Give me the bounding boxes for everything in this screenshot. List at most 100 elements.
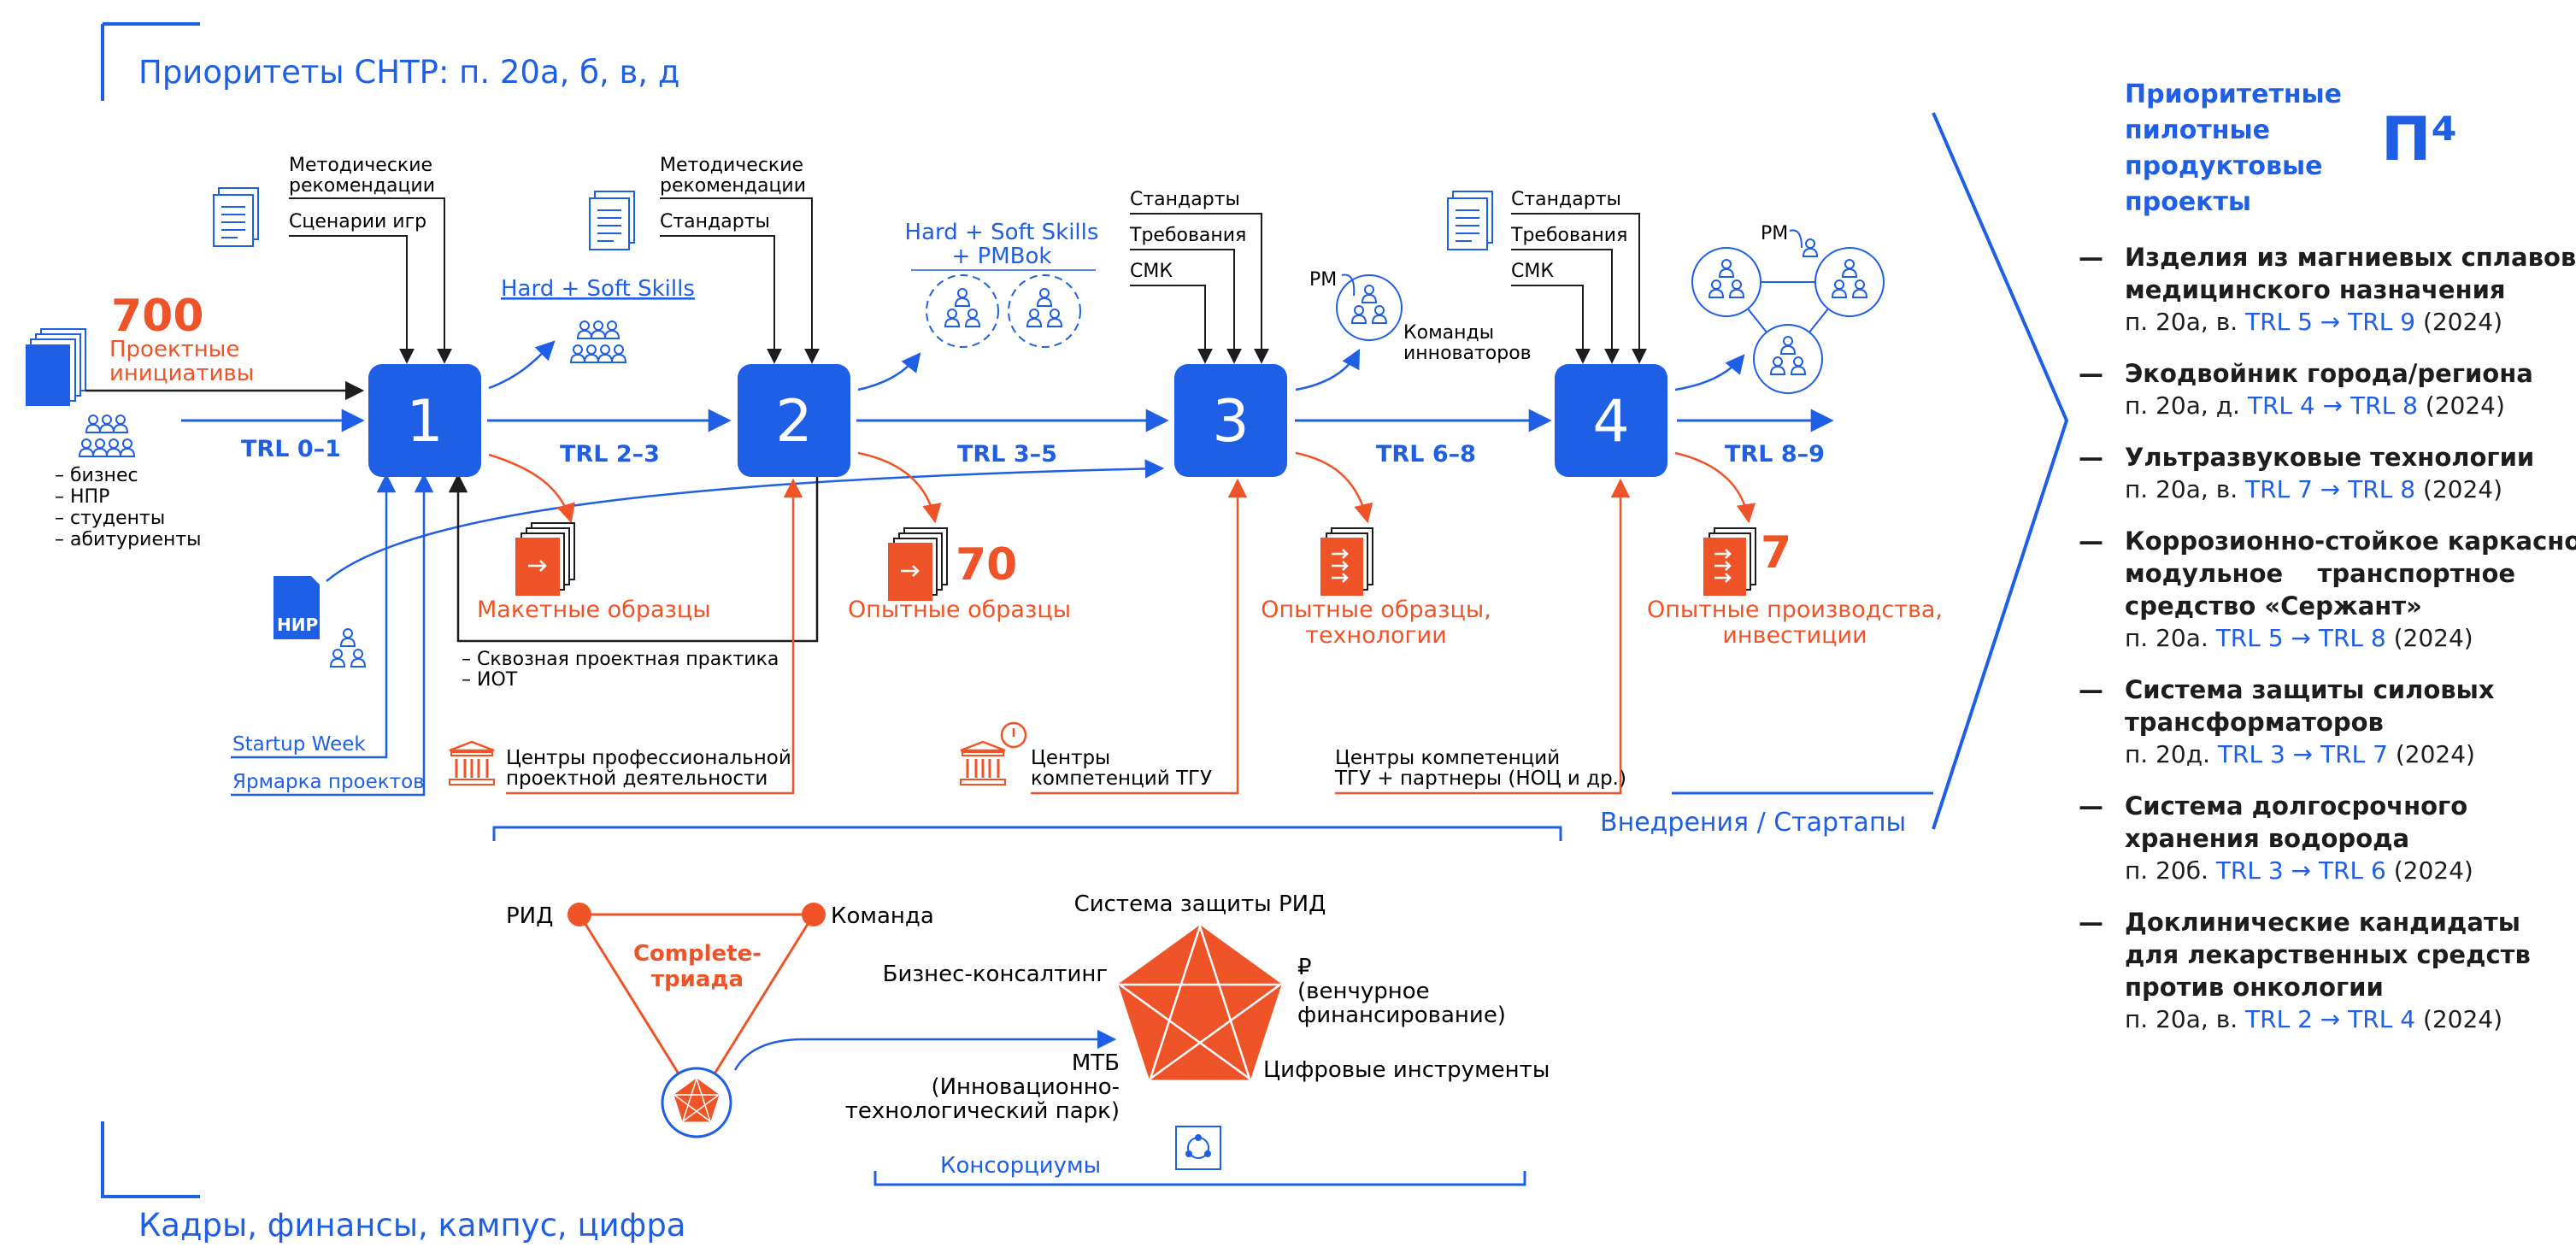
arrow-right-icon: → [2312, 475, 2349, 503]
pilot-project-meta: п. 20а, в. TRL 2 → TRL 4 (2024) [2125, 1003, 2566, 1036]
stage-3-input-2: Требования [1129, 225, 1246, 246]
pentagon-bottom-left-3: технологический парк) [845, 1098, 1120, 1124]
pilot-project-meta: п. 20д. TRL 3 → TRL 7 (2024) [2125, 738, 2566, 771]
mockups-icon [515, 521, 576, 597]
pilot-project-year: (2024) [2422, 1005, 2503, 1033]
corner-bracket-top [101, 22, 200, 101]
pilot-project-ref: п. 20а. [2125, 624, 2208, 652]
pilot-project-name: Доклинические кандидаты [2125, 908, 2520, 937]
nir-label: НИР [277, 615, 318, 635]
stage-2-box [738, 364, 850, 477]
pilot-heading-line-1: Приоритетные [2125, 79, 2343, 109]
consortia-icon [1175, 1126, 1221, 1170]
participant-applicants: – абитуриенты [55, 529, 202, 550]
output-4-count: 7 [1761, 527, 1791, 579]
output-3-label-1: Опытные образцы, [1261, 597, 1491, 623]
pentagon-bottom-right: Цифровые инструменты [1263, 1057, 1550, 1083]
consortia-label: Консорциумы [940, 1153, 1101, 1179]
pilot-project-ref: п. 20а, в. [2125, 308, 2238, 336]
arrow-right-icon: → [2312, 1005, 2349, 1033]
pilot-project-bullet: — [2079, 675, 2103, 704]
pilot-project-name: модульное транспортное [2125, 559, 2516, 588]
output-2-count: 70 [956, 539, 1017, 591]
startup-week-line [231, 473, 397, 759]
pilot-project-trl-to: TRL 8 [2348, 475, 2416, 503]
pilot-project-bullet: — [2079, 443, 2103, 472]
center-2-arrow [1031, 478, 1248, 795]
pilot-project-name: Ультразвуковые технологии [2125, 443, 2535, 472]
output-4-label-1: Опытные производства, [1647, 597, 1943, 623]
pilot-project-meta: п. 20а. TRL 5 → TRL 8 (2024) [2125, 622, 2566, 655]
pilot-project-trl-to: TRL 9 [2348, 308, 2416, 336]
production-investments-icon [1703, 526, 1757, 597]
output-2-label: Опытные образцы [848, 597, 1071, 623]
stage-4-pm: PM [1761, 223, 1788, 244]
pilot-project-trl-from: TRL 5 [2215, 624, 2284, 652]
trl-start-label: TRL 0–1 [241, 436, 341, 462]
stage-2-number: 2 [775, 388, 812, 456]
pilot-projects-panel: Приоритетные пилотные продуктовые проект… [2079, 77, 2576, 1055]
big-chevron [1932, 112, 2069, 830]
pilot-project-year: (2024) [2422, 475, 2503, 503]
consortia-bracket [873, 1171, 1526, 1186]
pilot-project-name: для лекарственных средств [2125, 940, 2531, 969]
output-3-label-2: технологии [1305, 622, 1447, 649]
pilot-project-meta: п. 20а, в. TRL 5 → TRL 9 (2024) [2125, 306, 2566, 338]
stage-4-input-2: Требования [1510, 225, 1627, 246]
arrow-right-icon: → [2283, 624, 2319, 652]
stage-2-skill-2: + PMBok [952, 244, 1052, 269]
initiatives-label-2: инициативы [109, 361, 254, 386]
practice-line-1: – Сквозная проектная практика [462, 649, 779, 670]
startup-week-label: Startup Week [232, 733, 366, 756]
triad-rid: РИД [506, 903, 553, 929]
stage-1-input-1: Методические [289, 155, 432, 176]
stage-3-trl-label: TRL 6–8 [1376, 441, 1476, 468]
stage-3: Стандарты Требования СМК 3 PM Команды ин… [1129, 189, 1532, 524]
pentagon-left: Бизнес-консалтинг [883, 962, 1108, 987]
stage-1-box [368, 364, 481, 477]
project-fair-line [231, 473, 434, 797]
stage-1: Методические рекомендации Сценарии игр 1… [213, 155, 695, 524]
stage-1-input-2: рекомендации [289, 175, 435, 197]
pilot-project-meta: п. 20а, в. TRL 7 → TRL 8 (2024) [2125, 474, 2566, 506]
stage-1-doc-icon [213, 187, 259, 247]
pilot-heading: Приоритетные пилотные продуктовые проект… [2125, 77, 2566, 221]
initiatives-count: 700 [111, 291, 204, 342]
stage-1-trl-label: TRL 2–3 [560, 441, 660, 468]
prototypes-technologies-icon [1320, 526, 1374, 597]
pilot-project-trl-from: TRL 3 [2215, 856, 2284, 885]
pilot-project-name: Система долгосрочного [2125, 791, 2468, 821]
participant-business: – бизнес [55, 465, 138, 486]
pilot-project-bullet: — [2079, 243, 2103, 272]
pilot-project-name: медицинского назначения [2125, 275, 2506, 304]
pilot-project-trl-to: TRL 8 [2318, 624, 2386, 652]
stage-2-trl-label: TRL 3–5 [957, 441, 1057, 468]
pilot-project-meta: п. 20б. TRL 3 → TRL 6 (2024) [2125, 855, 2566, 887]
stage-4-input-3: СМК [1511, 261, 1554, 282]
stage-4: Стандарты Требования СМК 4 PM [1447, 189, 1885, 524]
triad-team: Команда [831, 903, 934, 929]
stage-2-doc-icon [589, 191, 635, 250]
stage-1-input-3: Сценарии игр [289, 211, 426, 232]
participants-team-icon [79, 415, 134, 456]
pilot-project-ref: п. 20а, д. [2125, 391, 2240, 420]
stage-1-skill: Hard + Soft Skills [501, 276, 695, 302]
arrow-right-icon: → [2312, 308, 2349, 336]
stage-3-team-icon [1336, 274, 1403, 341]
pilot-project-bullet: — [2079, 526, 2103, 556]
bottom-title: Кадры, финансы, кампус, цифра [138, 1207, 685, 1244]
stage-1-team-icon [571, 321, 626, 362]
nir-team-icon [331, 629, 365, 667]
center-3-arrow [1335, 478, 1631, 795]
pilot-project-year: (2024) [2393, 856, 2473, 885]
pilot-project-ref: п. 20д. [2125, 740, 2210, 768]
practice-line-2: – ИОТ [462, 669, 518, 691]
stage-4-input-1: Стандарты [1511, 189, 1621, 210]
pilot-project-name: против онкологии [2125, 973, 2384, 1002]
pilot-project-name: Коррозионно-стойкое каркасно- [2125, 526, 2576, 556]
pilot-project-year: (2024) [2425, 391, 2505, 420]
center-2-line-1: Центры [1031, 747, 1110, 769]
